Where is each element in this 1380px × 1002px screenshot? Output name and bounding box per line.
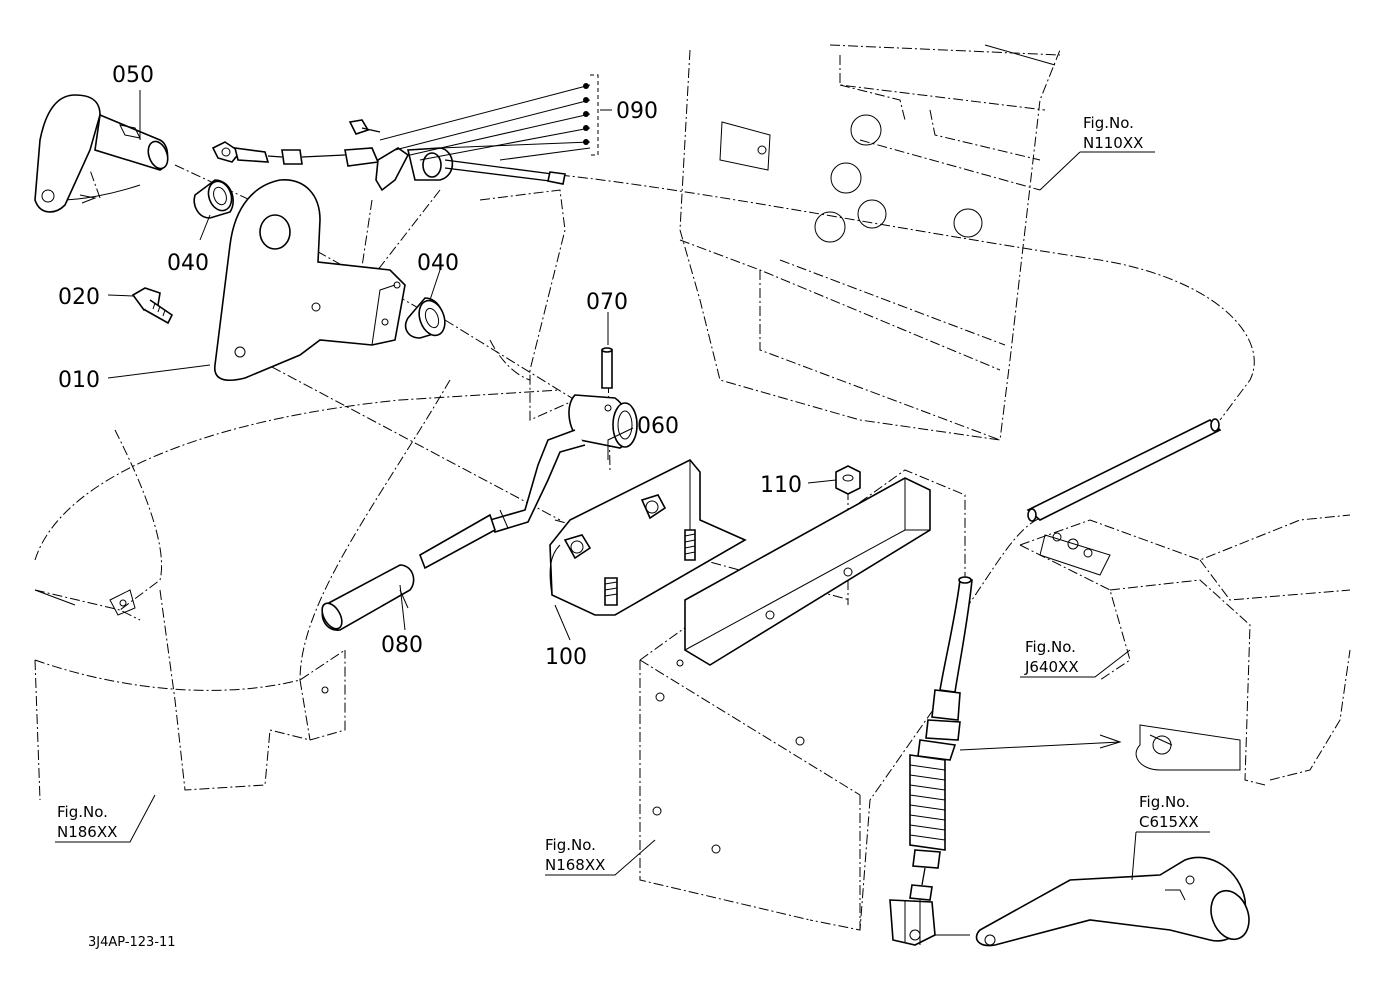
fig-ref-n168-line1: Fig.No. bbox=[545, 836, 596, 854]
fig-ref-n186-line1: Fig.No. bbox=[57, 803, 108, 821]
part-020-bolt bbox=[131, 287, 174, 325]
part-010-bracket bbox=[214, 179, 406, 381]
part-090-cable-assembly bbox=[211, 74, 612, 192]
part-labels: 050 090 040 040 020 010 070 060 110 080 … bbox=[58, 63, 802, 670]
fender-left bbox=[34, 189, 576, 801]
fig-ref-n110-line1: Fig.No. bbox=[1083, 114, 1134, 132]
part-050-pedal-shaft bbox=[34, 94, 169, 213]
drawing-code: 3J4AP-123-11 bbox=[88, 935, 176, 950]
label-100: 100 bbox=[545, 645, 587, 670]
lower-cable-and-clevis bbox=[889, 418, 1222, 946]
tractor-body-lower bbox=[639, 469, 1051, 931]
fig-ref-j640-line1: Fig.No. bbox=[1025, 638, 1076, 656]
label-110: 110 bbox=[760, 473, 802, 498]
part-100-bracket bbox=[549, 459, 747, 616]
mounting-channel bbox=[684, 477, 931, 666]
part-110-nut bbox=[835, 465, 861, 495]
part-070-pin bbox=[601, 312, 613, 389]
pedal-arm-c615 bbox=[975, 856, 1250, 947]
part-040-bushing-left bbox=[193, 179, 234, 219]
fig-ref-c615-line2: C615XX bbox=[1139, 813, 1199, 831]
label-010: 010 bbox=[58, 368, 100, 393]
label-050: 050 bbox=[112, 63, 154, 88]
fig-ref-c615-line1: Fig.No. bbox=[1139, 793, 1190, 811]
fig-ref-n186-line2: N186XX bbox=[57, 823, 117, 841]
fig-ref-j640-line2: J640XX bbox=[1024, 658, 1079, 676]
rear-frame-right bbox=[1019, 514, 1351, 786]
part-060-lever bbox=[419, 394, 638, 570]
part-080-grip bbox=[321, 564, 415, 631]
label-060: 060 bbox=[637, 414, 679, 439]
tractor-body-upper-right bbox=[679, 44, 1061, 441]
leader-lines bbox=[55, 90, 1210, 881]
figure-refs: Fig.No. N110XX Fig.No. J640XX Fig.No. C6… bbox=[57, 114, 1199, 874]
fig-ref-n168-line2: N168XX bbox=[545, 856, 605, 874]
fig-ref-n110-line2: N110XX bbox=[1083, 134, 1143, 152]
label-040-right: 040 bbox=[417, 251, 459, 276]
label-080: 080 bbox=[381, 633, 423, 658]
label-040-left: 040 bbox=[167, 251, 209, 276]
label-020: 020 bbox=[58, 285, 100, 310]
label-090: 090 bbox=[616, 99, 658, 124]
part-040-bushing-right bbox=[404, 297, 446, 339]
label-070: 070 bbox=[586, 290, 628, 315]
